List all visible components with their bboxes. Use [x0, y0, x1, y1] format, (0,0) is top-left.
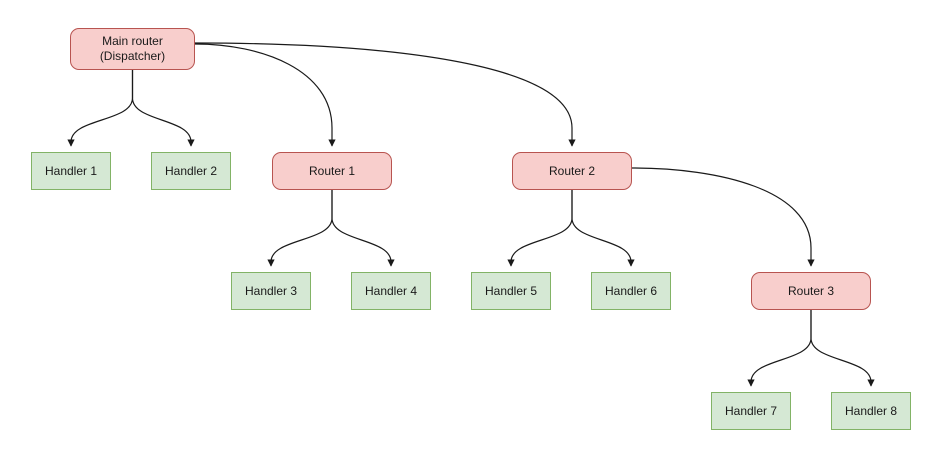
node-router1[interactable]: Router 1	[272, 152, 392, 190]
node-label-h1: Handler 1	[44, 163, 98, 178]
node-h8[interactable]: Handler 8	[831, 392, 911, 430]
edge-router1-to-h3	[267, 190, 333, 267]
node-h2[interactable]: Handler 2	[151, 152, 231, 190]
node-main[interactable]: Main router (Dispatcher)	[70, 28, 195, 70]
node-label-router3: Router 3	[787, 283, 835, 298]
node-label-router2: Router 2	[548, 163, 596, 178]
node-label-h2: Handler 2	[164, 163, 218, 178]
node-h6[interactable]: Handler 6	[591, 272, 671, 310]
node-label-router1: Router 1	[308, 163, 356, 178]
edge-main-to-h2	[131, 70, 195, 147]
edge-router2-to-router3	[631, 167, 815, 267]
node-h4[interactable]: Handler 4	[351, 272, 431, 310]
node-router2[interactable]: Router 2	[512, 152, 632, 190]
node-label-h7: Handler 7	[724, 403, 778, 418]
edge-router2-to-h6	[571, 190, 635, 267]
edge-main-to-router1	[194, 43, 336, 147]
edge-main-to-router2	[194, 42, 576, 147]
edge-router2-to-h5	[507, 190, 573, 267]
edge-main-to-h1	[67, 70, 134, 147]
edge-router1-to-h4	[331, 190, 395, 267]
node-router3[interactable]: Router 3	[751, 272, 871, 310]
node-label-h5: Handler 5	[484, 283, 538, 298]
node-h7[interactable]: Handler 7	[711, 392, 791, 430]
node-label-h3: Handler 3	[244, 283, 298, 298]
node-label-h6: Handler 6	[604, 283, 658, 298]
node-label-main: Main router (Dispatcher)	[99, 34, 166, 63]
node-label-h4: Handler 4	[364, 283, 418, 298]
node-h1[interactable]: Handler 1	[31, 152, 111, 190]
edge-router3-to-h8	[810, 310, 875, 387]
node-h5[interactable]: Handler 5	[471, 272, 551, 310]
node-h3[interactable]: Handler 3	[231, 272, 311, 310]
edge-paths	[67, 42, 875, 387]
edge-router3-to-h7	[747, 310, 812, 387]
node-label-h8: Handler 8	[844, 403, 898, 418]
